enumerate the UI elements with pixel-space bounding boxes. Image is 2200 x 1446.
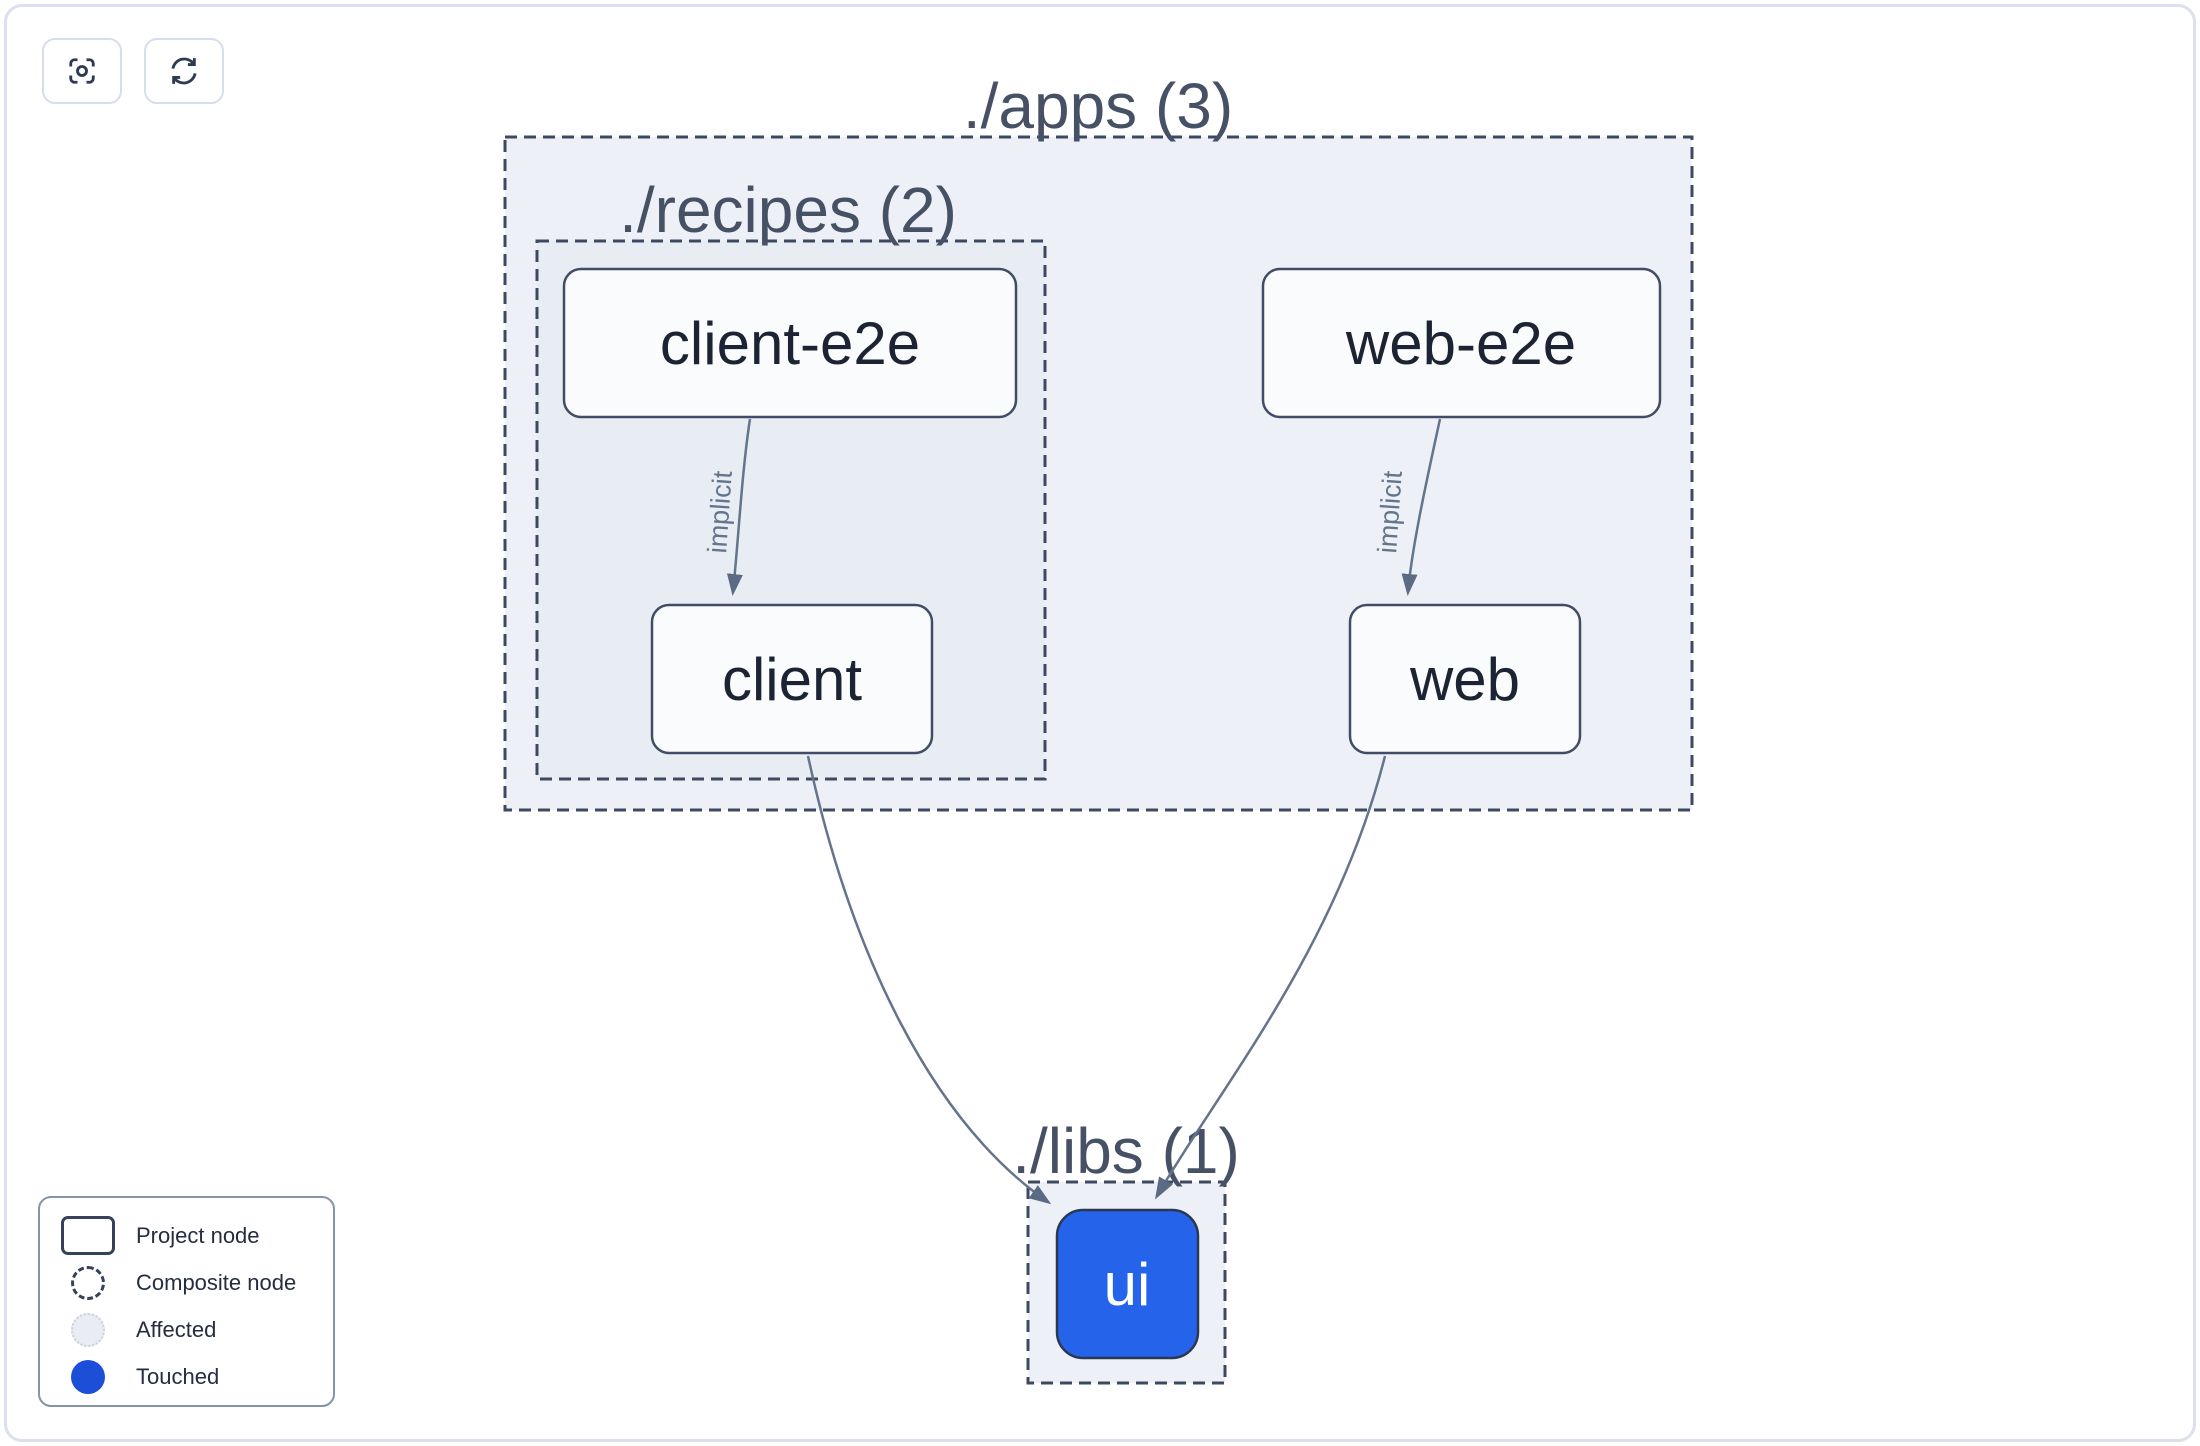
toolbar xyxy=(42,38,224,104)
node-web-label: web xyxy=(1409,646,1520,713)
legend-item-project-node: Project node xyxy=(40,1212,333,1259)
legend-label: Touched xyxy=(136,1363,220,1389)
legend-label: Affected xyxy=(136,1316,217,1342)
edge-web-e2e-to-web[interactable] xyxy=(1401,418,1442,596)
node-web[interactable]: web xyxy=(1348,603,1582,755)
node-ui-label: ui xyxy=(1104,1251,1151,1318)
node-client-label: client xyxy=(722,646,862,713)
node-client-e2e-label: client-e2e xyxy=(660,310,920,377)
edge-client-to-ui[interactable] xyxy=(806,755,1052,1205)
edge-label-implicit-client: implicit xyxy=(702,469,738,554)
legend-item-touched: Touched xyxy=(40,1353,333,1400)
edge-label-implicit-web: implicit xyxy=(1372,469,1408,554)
legend-item-composite-node: Composite node xyxy=(40,1259,333,1306)
node-web-e2e[interactable]: web-e2e xyxy=(1261,267,1662,419)
legend-label: Composite node xyxy=(136,1269,297,1295)
node-ui[interactable]: ui xyxy=(1055,1208,1200,1360)
refresh-icon xyxy=(171,57,197,85)
composite-node-swatch xyxy=(71,1265,105,1300)
edge-web-to-ui[interactable] xyxy=(1155,755,1387,1200)
cluster-libs-label: ./libs (1) xyxy=(1012,1115,1240,1187)
node-client-e2e[interactable]: client-e2e xyxy=(562,267,1018,419)
node-client[interactable]: client xyxy=(650,603,934,755)
edge-client-e2e-to-client[interactable] xyxy=(726,418,752,596)
focus-center-icon xyxy=(69,58,95,84)
focus-button[interactable] xyxy=(42,38,122,104)
legend-item-affected: Affected xyxy=(40,1306,333,1353)
project-node-swatch xyxy=(61,1216,115,1255)
cluster-recipes-label: ./recipes (2) xyxy=(619,174,957,246)
cluster-apps-label: ./apps (3) xyxy=(963,70,1233,142)
legend: Project node Composite node Affected Tou… xyxy=(38,1196,335,1407)
affected-swatch xyxy=(71,1312,105,1347)
touched-swatch xyxy=(71,1359,105,1394)
legend-label: Project node xyxy=(136,1222,260,1248)
node-web-e2e-label: web-e2e xyxy=(1345,310,1576,377)
refresh-button[interactable] xyxy=(144,38,224,104)
